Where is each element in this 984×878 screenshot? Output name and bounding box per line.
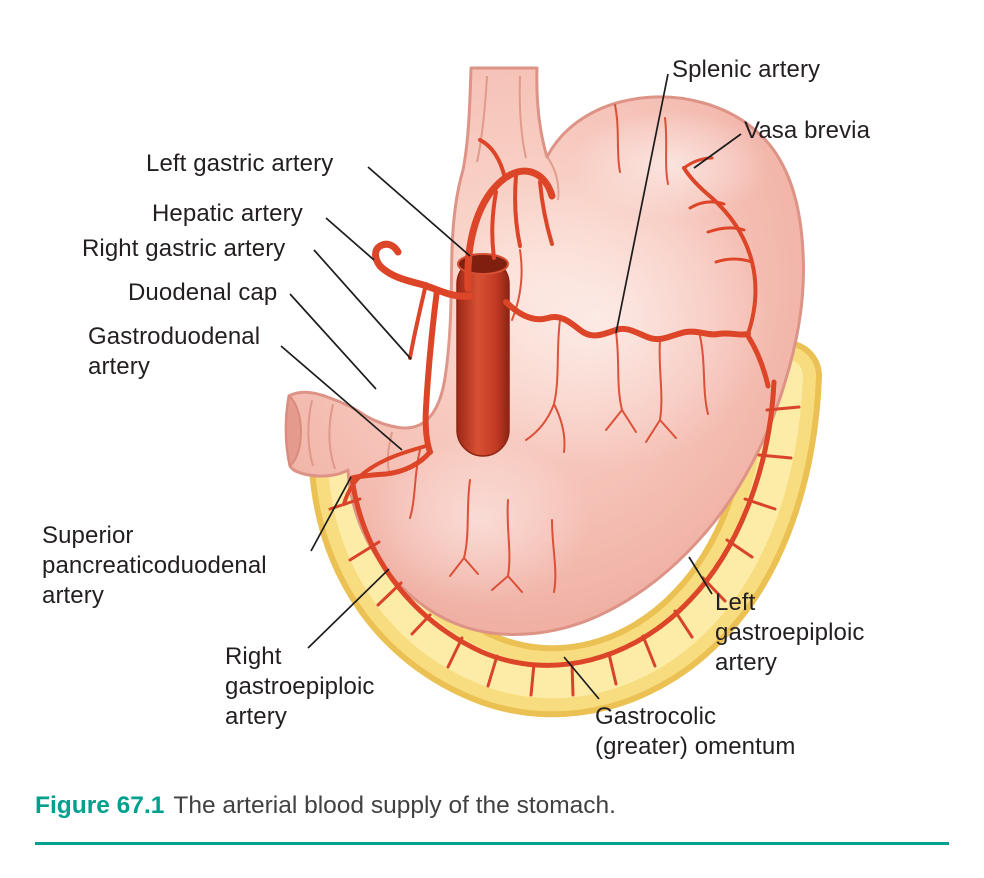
figure-caption-text: The arterial blood supply of the stomach… xyxy=(173,792,616,819)
leader-gastroduodenal-artery xyxy=(280,345,403,451)
leader-superior-pancreaticoduodenal xyxy=(310,476,352,552)
caption-divider xyxy=(35,842,949,845)
vasa-brevia-vessels xyxy=(682,156,758,336)
leader-splenic-artery xyxy=(615,73,669,334)
surface-capillary-branches xyxy=(409,104,709,593)
leader-duodenal-cap xyxy=(289,293,377,390)
right-gastric-artery-vessel xyxy=(408,282,428,360)
leader-vasa-brevia xyxy=(693,133,742,169)
label-splenic-artery: Splenic artery xyxy=(672,56,821,83)
label-gastroduodenal-artery: Gastroduodenal artery xyxy=(88,323,261,381)
label-duodenal-cap: Duodenal cap xyxy=(128,279,278,306)
leader-lines xyxy=(280,73,742,700)
label-gastrocolic-omentum: Gastrocolic (greater) omentum xyxy=(595,703,796,761)
figure-number: Figure 67.1 xyxy=(35,792,165,819)
label-right-gastroepiploic-artery: Right gastroepiploic artery xyxy=(225,643,375,731)
figure-caption: Figure 67.1 The arterial blood supply of … xyxy=(35,792,616,820)
label-hepatic-artery: Hepatic artery xyxy=(152,200,303,227)
label-vasa-brevia: Vasa brevia xyxy=(744,117,871,144)
splenic-artery-vessel xyxy=(503,299,751,343)
leader-left-gastric-artery xyxy=(367,166,471,257)
leader-gastrocolic-omentum xyxy=(563,656,600,700)
fundus-highlight xyxy=(570,110,770,220)
gastroepiploic-arcade xyxy=(349,379,777,668)
duodenum-cut-face xyxy=(285,394,303,468)
stomach-illustration xyxy=(280,66,822,718)
leader-hepatic-artery xyxy=(325,217,375,261)
leader-left-gastroepiploic xyxy=(688,556,713,595)
leader-right-gastric-artery xyxy=(313,249,412,360)
label-superior-pancreaticoduodenal-artery: Superior pancreaticoduodenal artery xyxy=(42,522,267,610)
antrum-highlight xyxy=(370,435,590,605)
label-left-gastroepiploic-artery: Left gastroepiploic artery xyxy=(715,589,865,677)
leader-right-gastroepiploic xyxy=(307,568,390,649)
stomach-body xyxy=(284,66,805,636)
body-highlight xyxy=(430,170,770,470)
left-gastroepiploic-vessel xyxy=(745,333,771,389)
gastroduodenal-artery-vessel xyxy=(422,287,440,455)
greater-omentum xyxy=(309,340,822,718)
label-right-gastric-artery: Right gastric artery xyxy=(82,235,286,262)
superior-pancreaticoduodenal-vessel xyxy=(342,444,428,506)
label-left-gastric-artery: Left gastric artery xyxy=(146,150,334,177)
hepatic-artery-vessel xyxy=(372,240,474,300)
arteries xyxy=(328,104,801,697)
left-gastric-artery-vessel xyxy=(464,138,556,292)
